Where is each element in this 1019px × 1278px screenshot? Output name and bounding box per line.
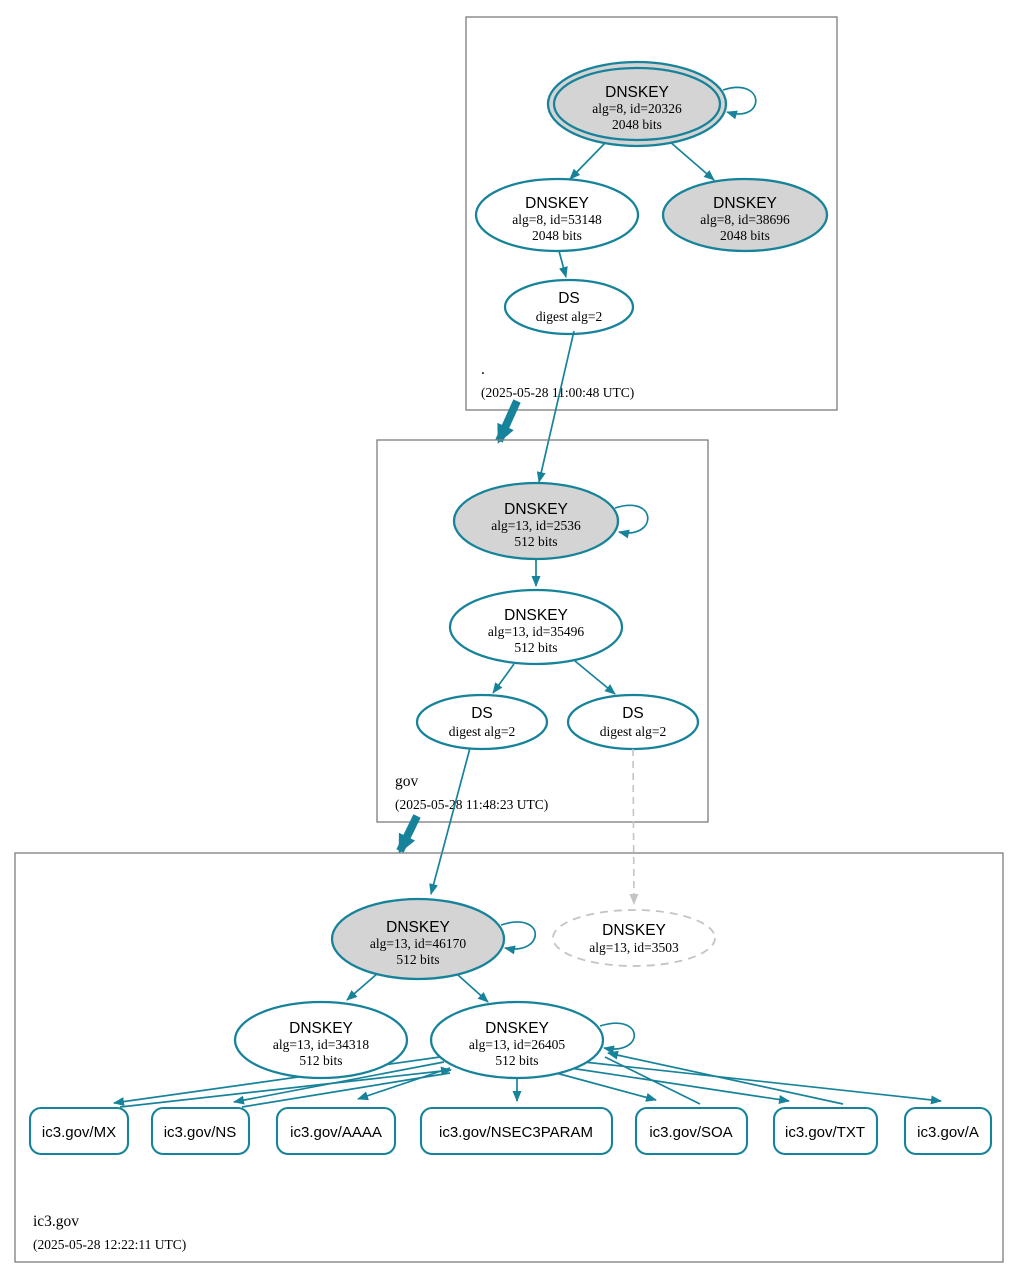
edges-root xyxy=(558,86,757,278)
edge-return-left-2 xyxy=(241,1072,451,1108)
rrset-ic3-gov-mx: ic3.gov/MX xyxy=(28,1106,130,1156)
node-title: DS xyxy=(471,705,493,722)
zone-gov: DNSKEY alg=13, id=2536 512 bits DNSKEY a… xyxy=(376,439,709,823)
node-detail: digest alg=2 xyxy=(600,724,666,739)
edge-ic3-zsk-selfloop xyxy=(599,1022,636,1055)
dnskey-node-2536: DNSKEY alg=13, id=2536 512 bits xyxy=(452,481,620,561)
node-detail: alg=13, id=2536 xyxy=(491,518,581,533)
node-title: DNSKEY xyxy=(602,922,666,939)
edge-gov-zsk-to-ds2 xyxy=(574,660,616,695)
zone-timestamp-root: (2025-05-28 11:00:48 UTC) xyxy=(481,385,634,400)
zone-label-gov: gov xyxy=(395,773,419,790)
node-detail: alg=8, id=38696 xyxy=(700,212,790,227)
dnskey-node-20326: DNSKEY alg=8, id=20326 2048 bits xyxy=(546,60,728,148)
ds-node-gov-2: DS digest alg=2 xyxy=(566,693,700,751)
edge-zsk-to-txt xyxy=(569,1067,790,1104)
zone-timestamp-gov: (2025-05-28 11:48:23 UTC) xyxy=(395,797,548,812)
zone-box-root xyxy=(465,16,838,411)
node-detail: alg=8, id=53148 xyxy=(512,212,602,227)
node-detail: 2048 bits xyxy=(532,228,582,243)
node-detail: 2048 bits xyxy=(720,228,770,243)
rrset-ic3-gov-txt: ic3.gov/TXT xyxy=(772,1106,879,1156)
edge-root-ds-to-gov-ksk xyxy=(536,330,575,483)
node-detail: 512 bits xyxy=(514,640,557,655)
node-detail: digest alg=2 xyxy=(536,309,602,324)
rrset-label: ic3.gov/TXT xyxy=(785,1124,865,1141)
rrset-ic3-gov-nsec3param: ic3.gov/NSEC3PARAM xyxy=(419,1106,614,1156)
node-detail: alg=13, id=35496 xyxy=(488,624,584,639)
dnskey-node-34318: DNSKEY alg=13, id=34318 512 bits xyxy=(233,1000,409,1080)
edge-ic3-ksk-to-34318 xyxy=(346,972,379,1001)
node-detail: alg=13, id=46170 xyxy=(370,936,466,951)
edge-zsk-to-a xyxy=(583,1061,942,1105)
node-detail: 2048 bits xyxy=(612,117,662,132)
delegation-arrow-root-to-gov xyxy=(495,399,521,444)
rrset-label: ic3.gov/NS xyxy=(164,1124,237,1141)
ds-node-root: DS digest alg=2 xyxy=(503,278,635,336)
zone-timestamp-ic3: (2025-05-28 12:22:11 UTC) xyxy=(33,1237,186,1252)
edge-ic3-ksk-selfloop xyxy=(500,921,537,955)
edge-zsk-to-aaaa xyxy=(357,1067,451,1101)
node-title: DNSKEY xyxy=(605,84,669,101)
edge-return-right-1 xyxy=(607,1050,844,1105)
node-title: DNSKEY xyxy=(504,501,568,518)
node-detail: 512 bits xyxy=(514,534,557,549)
edge-root-ksk-to-key2 xyxy=(668,140,715,181)
node-detail: 512 bits xyxy=(495,1053,538,1068)
node-detail: alg=13, id=3503 xyxy=(589,940,679,955)
node-title: DS xyxy=(558,290,580,307)
rrset-label: ic3.gov/AAAA xyxy=(290,1124,382,1141)
edge-return-left-1 xyxy=(119,1066,452,1108)
node-detail: 512 bits xyxy=(299,1053,342,1068)
node-detail: alg=8, id=20326 xyxy=(592,101,682,116)
rrset-label: ic3.gov/NSEC3PARAM xyxy=(439,1124,593,1141)
edges-gov xyxy=(492,504,649,695)
zone-ic3: DNSKEY alg=13, id=46170 512 bits DNSKEY … xyxy=(14,852,1004,1263)
node-title: DS xyxy=(622,705,644,722)
edge-gov-ds2-to-missing-dnskey xyxy=(629,748,639,905)
rrset-label: ic3.gov/SOA xyxy=(649,1124,732,1141)
rrset-ic3-gov-ns: ic3.gov/NS xyxy=(150,1106,251,1156)
node-title: DNSKEY xyxy=(504,607,568,624)
node-detail: 512 bits xyxy=(396,952,439,967)
rrset-ic3-gov-aaaa: ic3.gov/AAAA xyxy=(275,1106,397,1156)
edge-gov-ds1-to-ic3-ksk xyxy=(429,747,471,895)
node-detail: alg=13, id=26405 xyxy=(469,1037,565,1052)
node-title: DNSKEY xyxy=(485,1020,549,1037)
edge-root-ksk-to-zsk xyxy=(569,140,608,180)
zone-box-gov xyxy=(376,439,709,823)
dnskey-node-38696: DNSKEY alg=8, id=38696 2048 bits xyxy=(661,177,829,253)
node-title: DNSKEY xyxy=(525,195,589,212)
edge-ic3-ksk-to-26405 xyxy=(457,974,489,1003)
node-title: DNSKEY xyxy=(713,195,777,212)
edge-return-right-2 xyxy=(604,1056,701,1105)
zone-label-ic3: ic3.gov xyxy=(33,1213,79,1230)
rrset-ic3-gov-a: ic3.gov/A xyxy=(903,1106,993,1156)
rrset-label: ic3.gov/A xyxy=(917,1124,979,1141)
dnskey-node-35496: DNSKEY alg=13, id=35496 512 bits xyxy=(448,588,624,666)
ds-node-gov-1: DS digest alg=2 xyxy=(415,693,549,751)
delegation-arrow-gov-to-ic3 xyxy=(396,814,421,854)
dnskey-node-3503-missing: DNSKEY alg=13, id=3503 xyxy=(552,909,716,967)
dnskey-node-46170: DNSKEY alg=13, id=46170 512 bits xyxy=(330,897,506,981)
rrset-ic3-gov-soa: ic3.gov/SOA xyxy=(634,1106,749,1156)
edge-gov-ksk-selfloop xyxy=(614,504,649,539)
rrset-row: ic3.gov/MX ic3.gov/NS ic3.gov/AAAA ic3.g… xyxy=(28,1106,993,1156)
zone-box-ic3 xyxy=(14,852,1004,1263)
dnskey-node-53148: DNSKEY alg=8, id=53148 2048 bits xyxy=(474,177,640,253)
edge-root-zsk-to-ds xyxy=(558,250,568,278)
rrset-label: ic3.gov/MX xyxy=(42,1124,116,1141)
node-detail: alg=13, id=34318 xyxy=(273,1037,369,1052)
edge-zsk-to-soa xyxy=(555,1072,657,1102)
edge-gov-zsk-to-ds1 xyxy=(492,663,515,694)
node-title: DNSKEY xyxy=(386,919,450,936)
node-title: DNSKEY xyxy=(289,1020,353,1037)
zone-root: DNSKEY alg=8, id=20326 2048 bits DNSKEY … xyxy=(465,16,838,411)
edge-root-ksk-selfloop xyxy=(722,86,757,120)
dnskey-node-26405: DNSKEY alg=13, id=26405 512 bits xyxy=(429,1000,605,1080)
node-detail: digest alg=2 xyxy=(449,724,515,739)
zone-label-root: . xyxy=(481,361,485,378)
